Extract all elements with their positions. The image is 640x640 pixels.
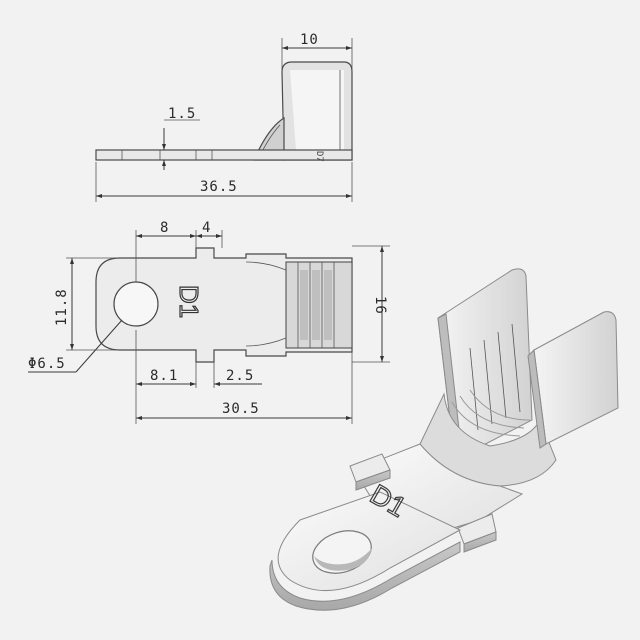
dim-ring-to-neck: 8 [160,220,169,236]
isometric-view: D1 [269,268,619,611]
dim-overall-length-side: 36.5 [200,179,238,195]
top-view: D1 8 4 11.8 16 [28,220,390,424]
side-view: 10 D7 1.5 36.5 [95,32,353,202]
dim-thickness: 1.5 [168,106,196,122]
dim-top-width: 10 [300,32,319,48]
dim-ring-height: 11.8 [54,288,70,326]
dim-overall-length-top: 30.5 [222,401,260,417]
svg-text:D7: D7 [314,151,324,162]
dim-tab-offset: 2.5 [226,368,254,384]
marking-top-view: D1 [174,285,204,318]
dim-overall-width: 16 [372,296,388,315]
dim-neck-width: 4 [202,220,211,236]
dim-ring-length: 8.1 [150,368,178,384]
dim-hole-diameter: Φ6.5 [28,356,66,372]
hole-circle [113,281,159,327]
